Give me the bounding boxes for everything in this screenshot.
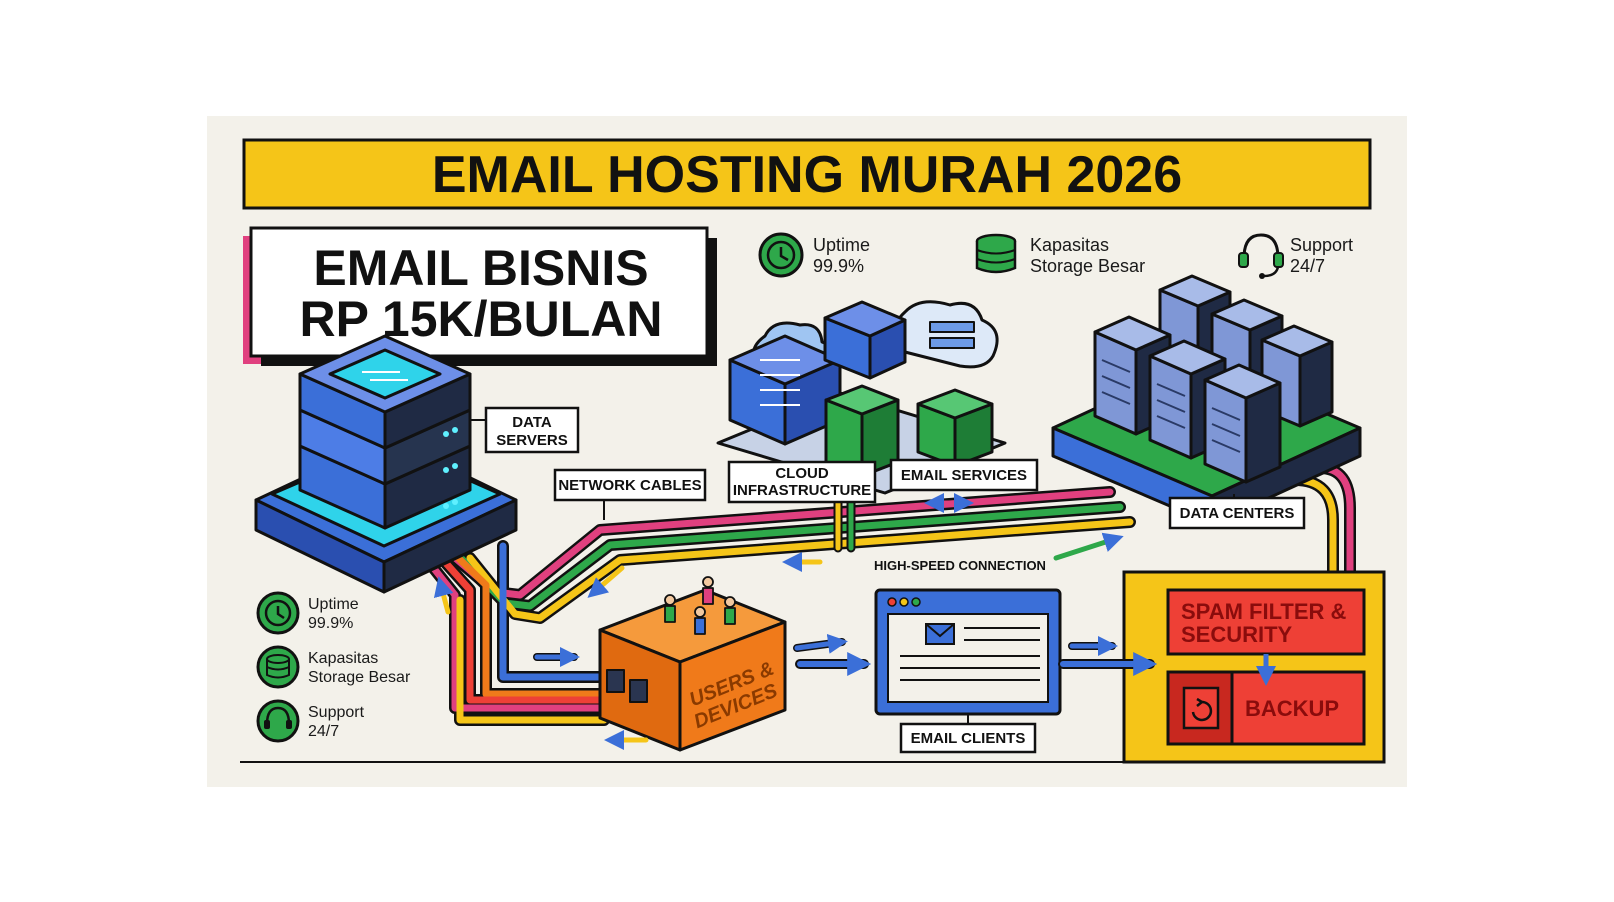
svg-text:NETWORK CABLES: NETWORK CABLES	[558, 477, 701, 494]
clock-icon	[256, 591, 300, 635]
label-data-centers: DATA CENTERS	[1168, 494, 1306, 530]
cable-yellow-2	[456, 596, 608, 724]
feature-label: Kapasitas	[1030, 235, 1109, 255]
feature-label: Uptime	[813, 235, 870, 255]
feature-support-top: Support 24/7	[1238, 233, 1353, 279]
svg-text:CLOUD: CLOUD	[775, 465, 828, 482]
feature-support-left: Support 24/7	[256, 699, 365, 743]
svg-text:EMAIL CLIENTS: EMAIL CLIENTS	[911, 730, 1026, 747]
spam-filter-label-2: SECURITY	[1181, 622, 1293, 647]
backup-icon	[1182, 686, 1220, 730]
cable-red	[432, 548, 608, 704]
label-high-speed-connection: HIGH-SPEED CONNECTION	[874, 558, 1046, 573]
people-icon	[664, 576, 736, 635]
security-panel: SPAM FILTER & SECURITY BACKUP	[1122, 570, 1386, 764]
label-network-cables: NETWORK CABLES	[553, 468, 707, 520]
svg-text:99.9%: 99.9%	[308, 615, 353, 632]
users-devices-box: USERS & DEVICES	[598, 576, 787, 752]
spam-filter-label-1: SPAM FILTER &	[1181, 599, 1347, 624]
label-data-servers: DATA SERVERS	[470, 406, 580, 454]
cable-pink-2	[420, 552, 608, 712]
network-cables	[418, 462, 1356, 726]
feature-storage-left: Kapasitas Storage Besar	[256, 645, 411, 689]
svg-text:SERVERS: SERVERS	[496, 432, 567, 449]
cable-orange	[444, 544, 608, 698]
svg-text:EMAIL SERVICES: EMAIL SERVICES	[901, 467, 1027, 484]
cable-blue	[499, 542, 608, 681]
page-title: EMAIL HOSTING MURAH 2026	[432, 146, 1182, 204]
label-email-services: EMAIL SERVICES	[889, 458, 1039, 492]
headset-icon	[1238, 233, 1284, 279]
svg-text:DATA: DATA	[512, 414, 552, 431]
cloud-icon	[893, 300, 999, 369]
data-server-stack	[254, 334, 518, 594]
svg-text:Kapasitas: Kapasitas	[308, 650, 378, 667]
title-banner: EMAIL HOSTING MURAH 2026	[242, 138, 1372, 210]
promo-line-1: EMAIL BISNIS	[313, 240, 648, 296]
svg-text:DATA CENTERS: DATA CENTERS	[1180, 505, 1295, 522]
feature-storage-top: Kapasitas Storage Besar	[975, 233, 1145, 276]
svg-text:Storage Besar: Storage Besar	[308, 669, 411, 686]
flow-arrows	[433, 493, 1158, 750]
cloud-infrastructure	[716, 300, 1007, 495]
database-icon	[256, 645, 300, 689]
database-icon	[975, 233, 1017, 274]
svg-text:24/7: 24/7	[308, 723, 339, 740]
feature-uptime-top: Uptime 99.9%	[758, 232, 870, 278]
email-client-window	[874, 588, 1062, 716]
svg-text:Uptime: Uptime	[308, 596, 359, 613]
svg-text:Support: Support	[308, 704, 365, 721]
label-email-clients: EMAIL CLIENTS	[899, 714, 1037, 754]
promo-card: EMAIL BISNIS RP 15K/BULAN	[243, 226, 717, 366]
feature-value: Storage Besar	[1030, 256, 1145, 276]
feature-label: Support	[1290, 235, 1353, 255]
clock-icon	[758, 232, 804, 278]
feature-uptime-left: Uptime 99.9%	[256, 591, 359, 635]
svg-text:INFRASTRUCTURE: INFRASTRUCTURE	[733, 482, 871, 499]
feature-value: 24/7	[1290, 256, 1325, 276]
label-cloud-infrastructure: CLOUD INFRASTRUCTURE	[727, 460, 877, 504]
svg-text:HIGH-SPEED CONNECTION: HIGH-SPEED CONNECTION	[874, 558, 1046, 573]
backup-label: BACKUP	[1245, 696, 1339, 721]
headset-icon	[256, 699, 300, 743]
promo-line-2: RP 15K/BULAN	[299, 291, 662, 347]
feature-value: 99.9%	[813, 256, 864, 276]
